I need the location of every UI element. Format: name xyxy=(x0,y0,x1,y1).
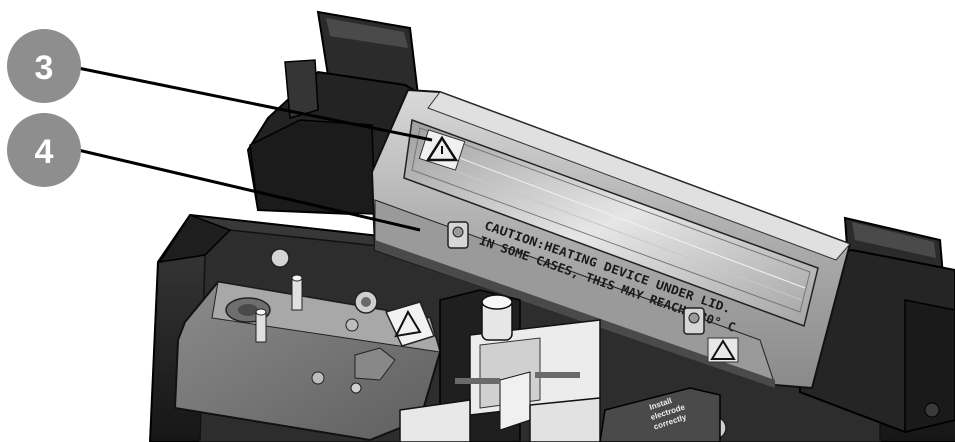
callout-3: 3 xyxy=(7,29,81,103)
heater-lid xyxy=(370,88,852,390)
callout-3-number: 3 xyxy=(35,49,54,87)
screw xyxy=(354,290,378,314)
callout-4-number: 4 xyxy=(35,133,54,171)
windproof-cover-right xyxy=(799,216,955,434)
heater-window xyxy=(403,118,819,327)
lid-hinge-right xyxy=(683,307,705,335)
lid-hinge-left xyxy=(447,221,469,249)
v-groove-assembly xyxy=(399,289,601,442)
electrode-plate: Install electrode correctly xyxy=(599,387,721,442)
screw xyxy=(270,248,290,268)
fiber-holder-plate xyxy=(173,274,442,442)
callout-3-leader xyxy=(77,66,433,142)
warning-icon xyxy=(707,337,739,363)
callout-4-leader xyxy=(77,148,421,232)
callout-4: 4 xyxy=(7,113,81,187)
warning-icon xyxy=(384,301,436,347)
